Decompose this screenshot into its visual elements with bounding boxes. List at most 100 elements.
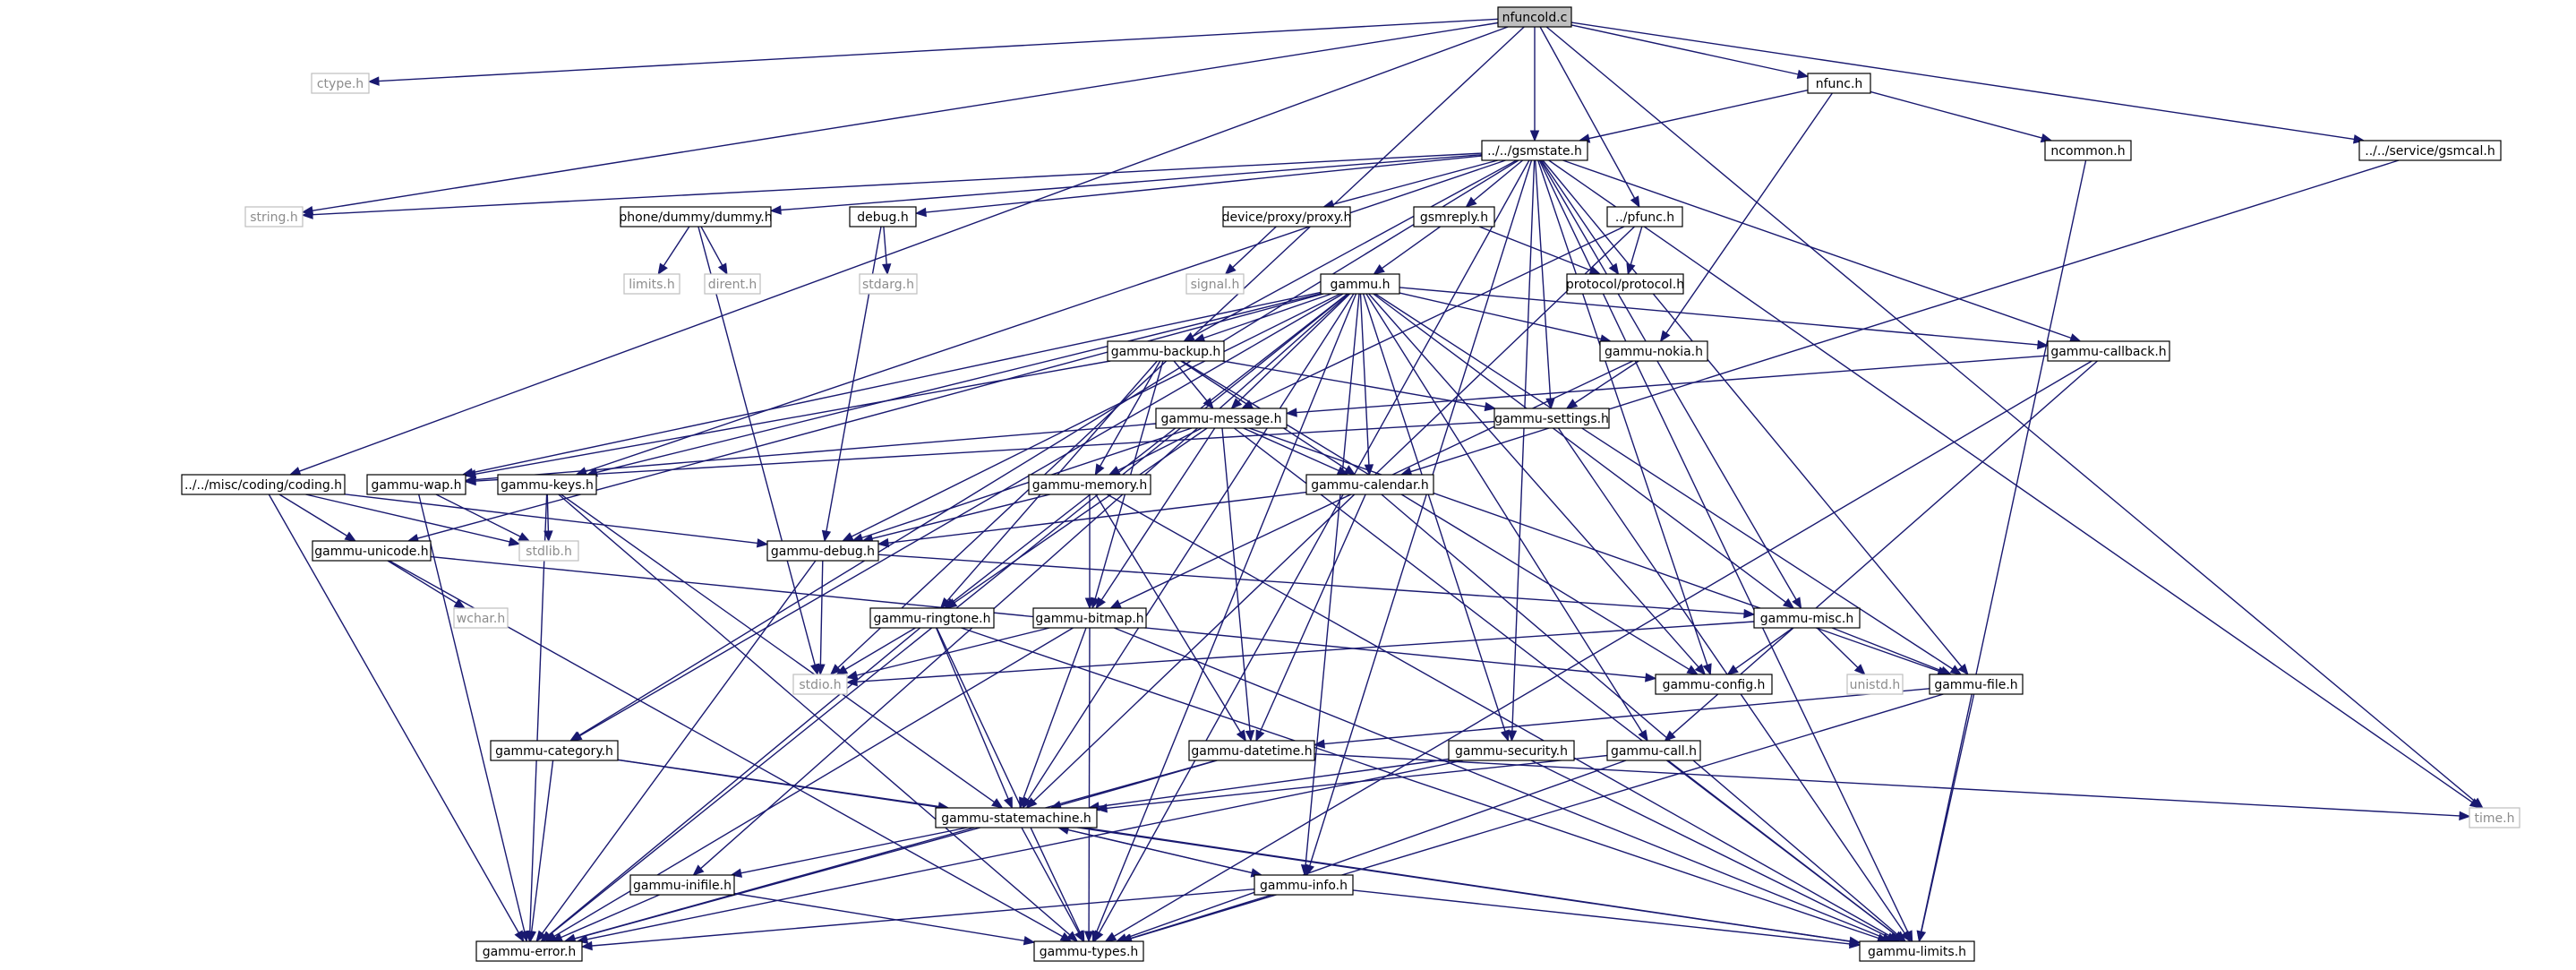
include-edge-pfunc_h-to-protocol_h bbox=[1626, 226, 1643, 276]
node-label: ncommon.h bbox=[2050, 144, 2125, 159]
edge-line bbox=[1535, 159, 1552, 399]
node-gammu-calendar-h[interactable]: gammu-calendar.h bbox=[1305, 474, 1434, 495]
node-gammu-debug-h[interactable]: gammu-debug.h bbox=[766, 540, 879, 562]
edge-line bbox=[1352, 889, 1851, 945]
node-gsmreply-h[interactable]: gsmreply.h bbox=[1413, 206, 1495, 227]
node-gammu-settings-h[interactable]: gammu-settings.h bbox=[1493, 408, 1610, 429]
include-edge-gsmstate_h-to-gammu_backup_h bbox=[1183, 159, 1518, 342]
node-gammu-unicode-h[interactable]: gammu-unicode.h bbox=[312, 540, 432, 562]
node-gammu-inifile-h[interactable]: gammu-inifile.h bbox=[629, 874, 735, 896]
node-label: device/proxy/proxy.h bbox=[1222, 210, 1352, 225]
node-gammu-backup-h[interactable]: gammu-backup.h bbox=[1107, 340, 1225, 362]
edge-arrowhead bbox=[1059, 931, 1073, 942]
node-gammu-misc-h[interactable]: gammu-misc.h bbox=[1753, 607, 1861, 629]
edge-line bbox=[529, 494, 548, 932]
node-gammu-limits-h[interactable]: gammu-limits.h bbox=[1859, 940, 1975, 962]
edge-arrowhead bbox=[1255, 729, 1265, 743]
node-ncommon-h[interactable]: ncommon.h bbox=[2044, 140, 2132, 161]
node-protocol-h[interactable]: protocol/protocol.h bbox=[1566, 273, 1684, 295]
node-gammu-category-h[interactable]: gammu-category.h bbox=[490, 740, 619, 761]
edge-arrowhead bbox=[1230, 398, 1243, 409]
include-edge-gsmstate_h-to-protocol_h bbox=[1540, 159, 1620, 276]
include-edge-gammu_h-to-gammu_security_h bbox=[1362, 293, 1510, 743]
edge-line bbox=[856, 627, 1050, 676]
edge-arrowhead bbox=[1626, 262, 1636, 276]
node-pfunc-h[interactable]: ../pfunc.h bbox=[1606, 206, 1683, 227]
node-label: gammu.h bbox=[1331, 278, 1391, 292]
node-coding-h[interactable]: ../../misc/coding/coding.h bbox=[181, 474, 346, 495]
edge-line bbox=[1222, 360, 1486, 408]
edge-line bbox=[1173, 360, 1208, 401]
include-edge-gammu_h-to-gammu_unicode_h bbox=[407, 293, 1324, 544]
include-edge-gsmstate_h-to-time_h bbox=[1548, 159, 2482, 809]
node-gammu-error-h[interactable]: gammu-error.h bbox=[475, 940, 583, 962]
include-edge-gammu_h-to-gammu_inifile_h bbox=[692, 293, 1350, 876]
edge-line bbox=[1359, 293, 1370, 466]
edge-line bbox=[472, 291, 1322, 474]
node-gammu-h[interactable]: gammu.h bbox=[1320, 273, 1400, 295]
node-box bbox=[312, 540, 432, 562]
node-label: gammu-datetime.h bbox=[1191, 744, 1312, 759]
node-gammu-datetime-h[interactable]: gammu-datetime.h bbox=[1188, 740, 1315, 761]
node-gammu-security-h[interactable]: gammu-security.h bbox=[1448, 740, 1575, 761]
include-edge-gammu_misc_h-to-unistd_h bbox=[1816, 627, 1866, 675]
include-edge-gammu_h-to-gammu_statemachine_h bbox=[1022, 293, 1355, 810]
node-gammu-file-h[interactable]: gammu-file.h bbox=[1929, 674, 2024, 695]
edge-arrowhead bbox=[1183, 331, 1195, 342]
node-gammu-call-h[interactable]: gammu-call.h bbox=[1606, 740, 1701, 761]
edge-arrowhead bbox=[1645, 673, 1657, 682]
node-wchar-h: wchar.h bbox=[453, 607, 509, 629]
node-box bbox=[1033, 940, 1144, 962]
edge-arrowhead bbox=[1916, 930, 1927, 943]
include-edge-gammu_h-to-gammu_category_h bbox=[569, 293, 1344, 742]
node-label: phone/dummy/dummy.h bbox=[619, 210, 772, 225]
node-gammu-types-h[interactable]: gammu-types.h bbox=[1033, 940, 1144, 962]
node-time-h: time.h bbox=[2469, 807, 2520, 828]
node-gammu-wap-h[interactable]: gammu-wap.h bbox=[366, 474, 466, 495]
node-gammu-info-h[interactable]: gammu-info.h bbox=[1254, 874, 1354, 896]
edge-line bbox=[1511, 159, 1536, 732]
include-edge-gammu_h-to-gammu_wap_h bbox=[461, 291, 1322, 477]
node-label: ../pfunc.h bbox=[1615, 210, 1674, 225]
node-limits-h: limits.h bbox=[623, 273, 680, 295]
node-box bbox=[490, 740, 619, 761]
node-label: nfuncold.c bbox=[1502, 11, 1568, 25]
node-gammu-message-h[interactable]: gammu-message.h bbox=[1155, 408, 1288, 429]
edge-arrowhead bbox=[1224, 263, 1237, 275]
node-gammu-bitmap-h[interactable]: gammu-bitmap.h bbox=[1032, 607, 1147, 629]
include-edge-gammu_h-to-gammu_config_h bbox=[1368, 293, 1707, 675]
edge-line bbox=[1365, 293, 1643, 734]
node-gsmstate-h[interactable]: ../../gsmstate.h bbox=[1481, 140, 1588, 161]
node-gammu-ringtone-h[interactable]: gammu-ringtone.h bbox=[869, 607, 995, 629]
node-dummy-h[interactable]: phone/dummy/dummy.h bbox=[619, 206, 773, 227]
edge-line bbox=[305, 494, 510, 543]
node-gammu-memory-h[interactable]: gammu-memory.h bbox=[1028, 474, 1151, 495]
node-debug-h[interactable]: debug.h bbox=[849, 206, 917, 227]
node-label: gammu-types.h bbox=[1040, 945, 1139, 959]
edge-arrowhead bbox=[1373, 264, 1385, 275]
node-nfunc-h[interactable]: nfunc.h bbox=[1807, 73, 1871, 94]
node-gammu-keys-h[interactable]: gammu-keys.h bbox=[497, 474, 597, 495]
include-edge-gammu_h-to-gammu_file_h bbox=[1374, 293, 1963, 675]
edge-arrowhead bbox=[288, 467, 302, 476]
edge-arrowhead bbox=[1484, 401, 1497, 412]
edge-line bbox=[1665, 760, 1897, 936]
node-box bbox=[1497, 6, 1572, 28]
include-edge-gammu_debug_h-to-gammu_misc_h bbox=[877, 554, 1756, 619]
node-gammu-callback-h[interactable]: gammu-callback.h bbox=[2047, 340, 2170, 362]
node-box bbox=[629, 874, 735, 896]
node-gammu-statemachine-h[interactable]: gammu-statemachine.h bbox=[935, 807, 1098, 828]
node-proxy-h[interactable]: device/proxy/proxy.h bbox=[1222, 206, 1352, 227]
node-box bbox=[1448, 740, 1575, 761]
edge-line bbox=[312, 152, 1483, 216]
node-gammu-config-h[interactable]: gammu-config.h bbox=[1655, 674, 1773, 695]
include-edge-gammu_ringtone_h-to-gammu_statemachine_h bbox=[935, 627, 1013, 810]
include-edge-gammu_call_h-to-gammu_statemachine_h bbox=[1095, 754, 1608, 813]
node-label: gammu-backup.h bbox=[1111, 345, 1221, 359]
node-label: stdlib.h bbox=[526, 545, 572, 559]
node-label: nfunc.h bbox=[1816, 77, 1863, 91]
edge-line bbox=[1100, 360, 1161, 467]
node-gsmcal-h[interactable]: ../../service/gsmcal.h bbox=[2358, 140, 2502, 161]
node-gammu-nokia-h[interactable]: gammu-nokia.h bbox=[1599, 340, 1708, 362]
edge-line bbox=[1117, 427, 1202, 471]
